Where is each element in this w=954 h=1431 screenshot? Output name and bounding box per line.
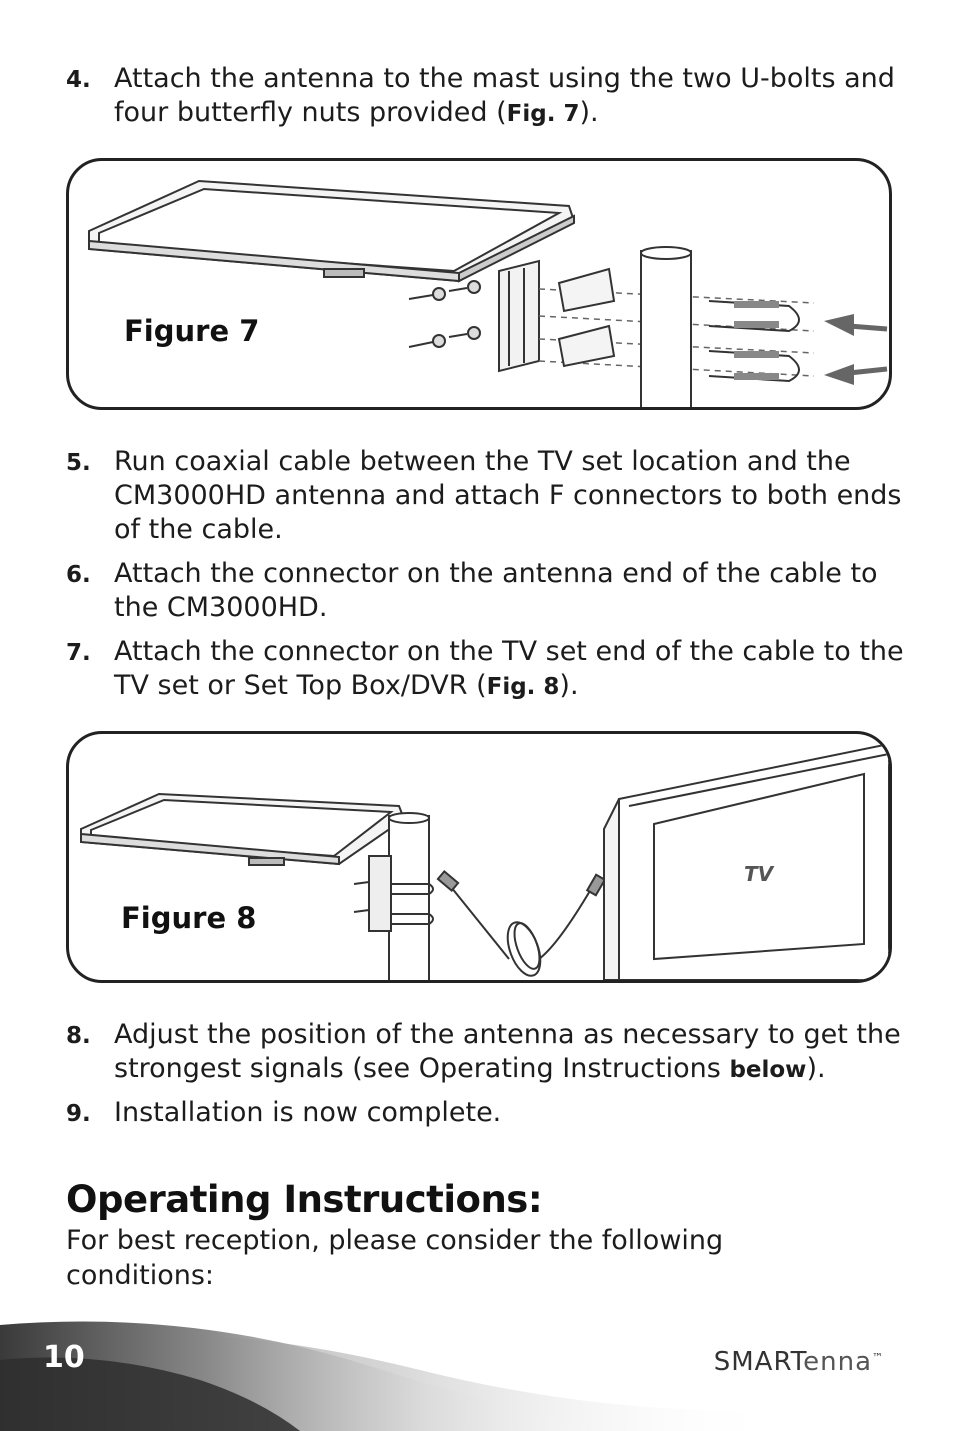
step-text: Attach the connector on the antenna end …: [114, 558, 878, 623]
step-bold: Fig. 7: [506, 101, 580, 127]
figure-7-illustration: [88, 179, 888, 407]
step-after: ).: [559, 670, 579, 701]
brand-tm: ™: [872, 1351, 884, 1364]
step-text: Attach the antenna to the mast using the…: [114, 63, 895, 128]
step-number: 6.: [66, 562, 91, 588]
step-text: Attach the connector on the TV set end o…: [114, 636, 904, 701]
step-bold: below: [729, 1057, 807, 1083]
step-after: ).: [579, 97, 599, 128]
step-number: 7.: [66, 640, 91, 666]
figure-7-label: Figure 7: [124, 314, 260, 348]
step-4: 4. Attach the antenna to the mast using …: [66, 62, 906, 131]
page-number: 10: [43, 1340, 85, 1375]
tv-label: TV: [744, 862, 774, 886]
figure-8-illustration: [80, 742, 889, 980]
step-bold: Fig. 8: [486, 674, 560, 700]
brand-logo: SMARTenna™: [714, 1347, 884, 1377]
step-6: 6. Attach the connector on the antenna e…: [66, 557, 906, 625]
step-number: 5.: [66, 450, 91, 476]
step-number: 8.: [66, 1023, 91, 1049]
brand-light: enna: [803, 1347, 872, 1377]
step-text: Run coaxial cable between the TV set loc…: [114, 446, 902, 545]
step-7: 7. Attach the connector on the TV set en…: [66, 635, 906, 704]
footer-wave-graphic: [0, 1321, 780, 1431]
step-number: 9.: [66, 1101, 91, 1127]
step-9: 9. Installation is now complete.: [66, 1096, 906, 1130]
step-number: 4.: [66, 67, 91, 93]
section-intro: For best reception, please consider the …: [66, 1225, 724, 1291]
figure-8-label: Figure 8: [121, 901, 257, 935]
step-5: 5. Run coaxial cable between the TV set …: [66, 445, 906, 547]
step-8: 8. Adjust the position of the antenna as…: [66, 1018, 906, 1087]
figure-8-panel: Figure 8 TV: [66, 731, 892, 983]
figure-7-panel: Figure 7: [66, 158, 892, 410]
step-text: Adjust the position of the antenna as ne…: [114, 1019, 901, 1084]
brand-main: SMART: [713, 1347, 804, 1377]
section-heading: Operating Instructions:: [66, 1178, 543, 1221]
step-text: Installation is now complete.: [114, 1097, 502, 1128]
step-after: ).: [806, 1053, 826, 1084]
